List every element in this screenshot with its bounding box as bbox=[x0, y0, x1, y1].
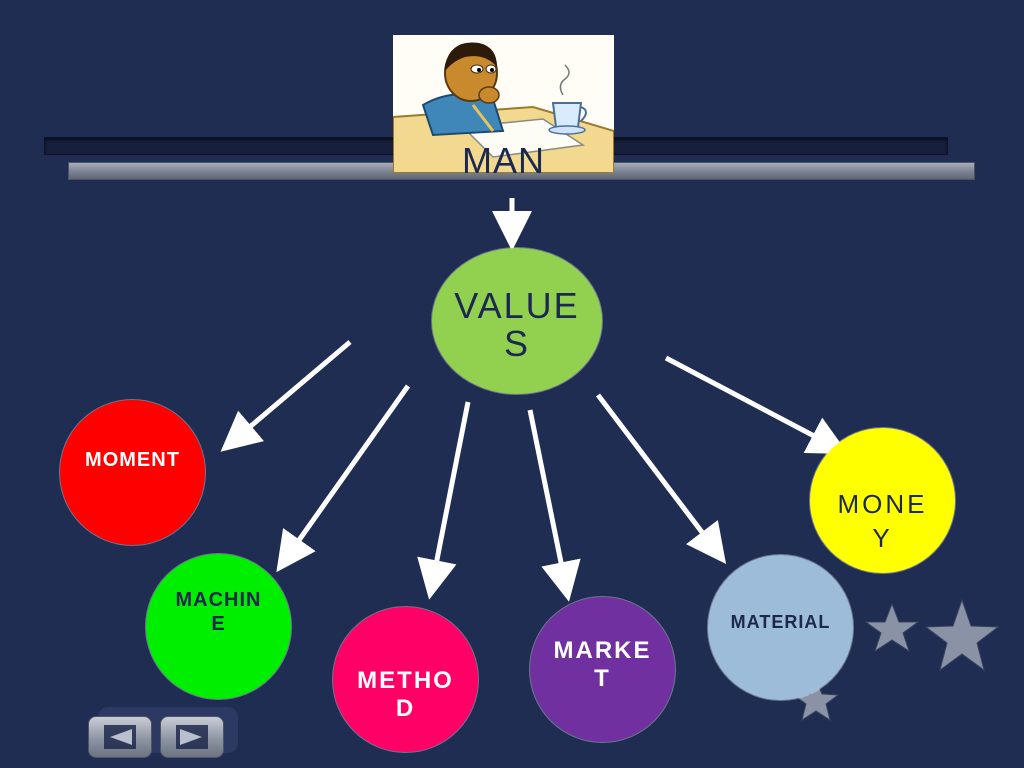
arrow-to-material bbox=[596, 393, 727, 564]
man-illustration: MAN bbox=[393, 35, 614, 173]
arrow-to-market bbox=[527, 409, 581, 602]
thinking-man-icon bbox=[393, 42, 614, 173]
arrow-to-method bbox=[417, 401, 471, 600]
previous-slide-button[interactable] bbox=[88, 716, 152, 758]
method-node: METHOD bbox=[333, 607, 478, 752]
next-slide-icon bbox=[176, 725, 208, 749]
previous-slide-icon bbox=[104, 725, 136, 749]
money-label: MONEY bbox=[837, 488, 928, 553]
values-node: VALUES bbox=[432, 248, 602, 394]
market-node: MARKET bbox=[530, 597, 675, 742]
arrow-to-moment bbox=[220, 340, 352, 452]
material-node: MATERIAL bbox=[708, 555, 853, 700]
market-label: MARKET bbox=[553, 636, 652, 692]
man-label: MAN bbox=[462, 140, 545, 173]
moment-label: MOMENT bbox=[85, 448, 180, 471]
next-slide-button[interactable] bbox=[160, 716, 224, 758]
machine-label: MACHINE bbox=[175, 588, 262, 635]
machine-node: MACHINE bbox=[146, 554, 291, 699]
money-node: MONEY bbox=[810, 428, 955, 573]
material-label: MATERIAL bbox=[730, 612, 831, 632]
arrow-to-machine bbox=[276, 384, 411, 573]
moment-node: MOMENT bbox=[60, 400, 205, 545]
method-label: METHOD bbox=[357, 666, 454, 722]
values-label: VALUES bbox=[454, 285, 580, 364]
arrow-to-money bbox=[664, 355, 849, 454]
